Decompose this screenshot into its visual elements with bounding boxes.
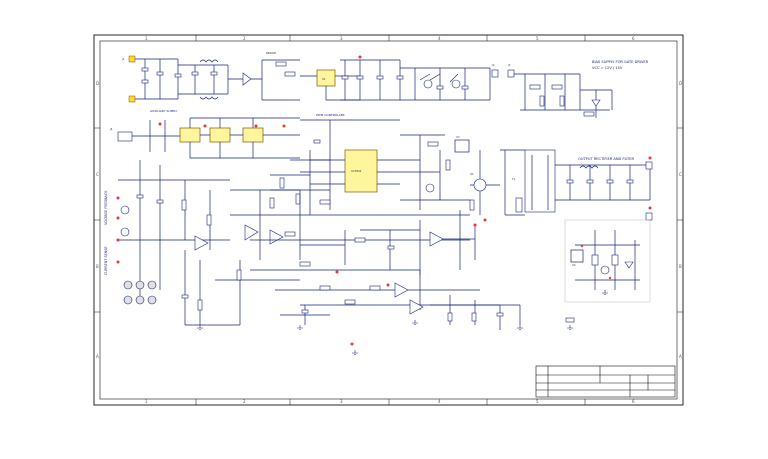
gate-drive-section: [230, 189, 521, 330]
note-bias-2: VCC = 12V / 15V: [592, 66, 623, 70]
ic-u4[interactable]: [570, 249, 584, 263]
ref-j3: J3: [507, 63, 511, 67]
ic-opto-3[interactable]: [242, 127, 264, 143]
ic-u1[interactable]: [316, 69, 336, 87]
zone-ticks: [94, 35, 683, 405]
output-section: OUTPUT RECTIFIER AND FILTER T1 U4: [500, 149, 653, 303]
zone-row-d-right: D: [679, 81, 682, 86]
startup-section: J4 AUXILIARY SUPPLY: [109, 109, 300, 159]
ic-opto-2[interactable]: [209, 127, 231, 143]
zone-row-a: A: [96, 354, 99, 359]
zone-col-5: 5: [536, 36, 539, 41]
ref-j2: J2: [491, 63, 495, 67]
ref-u4: U4: [572, 263, 576, 267]
connector-j3[interactable]: [507, 69, 515, 78]
input-filter-section: J1 BRIDGE U1: [121, 51, 404, 103]
zone-row-b: B: [96, 264, 99, 269]
zone-labels: 1 2 3 4 5 6 1 2 3 4 5 6 D C B A D C B A: [96, 36, 682, 404]
zone-row-a-right: A: [679, 354, 682, 359]
zone-col-3-bottom: 3: [340, 399, 343, 404]
ref-q1: Q1: [470, 172, 474, 176]
switch-section: Q1 U3: [454, 135, 500, 215]
transformer-t1[interactable]: [524, 149, 556, 213]
ref-u3: U3: [456, 135, 460, 139]
ic-u2-controller[interactable]: [344, 149, 378, 193]
note-bias-1: BIAS SUPPLY FOR GATE DRIVER: [592, 60, 649, 64]
zone-col-4-bottom: 4: [438, 399, 441, 404]
zone-row-c-right: C: [679, 172, 682, 177]
note-voltage-feedback: VOLTAGE FEEDBACK: [104, 190, 108, 225]
svg-text:BRIDGE: BRIDGE: [266, 51, 276, 55]
controller-section: UC3844 PWM CONTROLLER: [270, 113, 470, 215]
ic-u3[interactable]: [454, 139, 470, 153]
zone-col-1-bottom: 1: [145, 399, 148, 404]
feedback-section: VOLTAGE FEEDBACK CURRENT SENSE: [104, 160, 300, 326]
title-block[interactable]: [535, 365, 676, 398]
svg-text:AUXILIARY SUPPLY: AUXILIARY SUPPLY: [150, 109, 177, 113]
zone-row-b-right: B: [679, 264, 682, 269]
ref-j4: J4: [109, 127, 113, 131]
zone-col-1: 1: [145, 36, 148, 41]
zone-col-5-bottom: 5: [536, 399, 539, 404]
ref-j1: J1: [121, 57, 125, 61]
zone-row-c: C: [96, 172, 99, 177]
zone-col-4: 4: [438, 36, 441, 41]
zone-col-6-bottom: 6: [632, 399, 635, 404]
zone-col-2: 2: [243, 36, 246, 41]
connector-j1b[interactable]: [128, 95, 136, 103]
ic-opto-1[interactable]: [179, 127, 201, 143]
bias-supply-section: J2 J3 BIAS SUPPLY FOR GATE DRIVER VCC = …: [400, 60, 649, 118]
zone-col-2-bottom: 2: [243, 399, 246, 404]
zone-row-d: D: [96, 81, 99, 86]
connector-j2[interactable]: [491, 69, 499, 78]
connector-out-neg[interactable]: [645, 212, 653, 221]
connector-out-pos[interactable]: [645, 161, 653, 170]
ref-t1: T1: [512, 177, 516, 181]
mosfet-q1[interactable]: [473, 178, 487, 192]
ref-u1: U1: [322, 77, 326, 81]
note-output: OUTPUT RECTIFIER AND FILTER: [578, 157, 635, 161]
ground-symbols: [197, 290, 608, 355]
output-sense-panel: [564, 219, 651, 303]
ref-u2: UC3844: [351, 169, 362, 173]
connector-j4[interactable]: [117, 131, 133, 142]
note-current-sense: CURRENT SENSE: [104, 246, 108, 275]
connector-j1[interactable]: [128, 55, 136, 63]
zone-col-6: 6: [632, 36, 635, 41]
svg-text:PWM CONTROLLER: PWM CONTROLLER: [316, 113, 345, 117]
zone-col-3: 3: [340, 36, 343, 41]
